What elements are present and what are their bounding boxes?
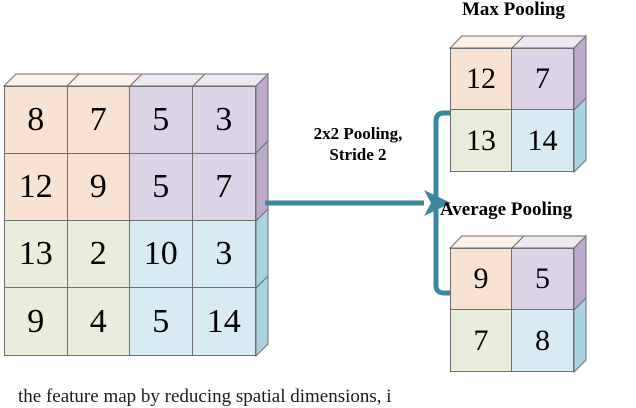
- pooling-label-line2: Stride 2: [329, 144, 387, 164]
- input-cell-r0c3: 3: [192, 87, 255, 154]
- input-cell-r2c2: 10: [130, 221, 193, 288]
- input-cell-r0c2: 5: [130, 87, 193, 154]
- avg-cell-r1c0: 7: [451, 310, 512, 371]
- pooling-label-line1: 2x2 Pooling,: [313, 124, 403, 143]
- body-text-clipped: the feature map by reducing spatial dime…: [18, 386, 392, 407]
- max-pooling-grid: 12 7 13 14: [450, 48, 574, 172]
- max-cell-r0c1: 7: [512, 49, 573, 110]
- max-cell-r1c0: 13: [451, 110, 512, 171]
- input-cell-r3c1: 4: [67, 288, 130, 355]
- input-cell-r2c0: 13: [5, 221, 68, 288]
- average-pooling-title: Average Pooling: [440, 199, 573, 220]
- input-cell-r1c1: 9: [67, 154, 130, 221]
- input-cell-r3c3: 14: [192, 288, 255, 355]
- avg-cube-3d-shell: [448, 234, 588, 374]
- max-cell-r0c0: 12: [451, 49, 512, 110]
- input-cell-r1c2: 5: [130, 154, 193, 221]
- pooling-operation-label: 2x2 Pooling, Stride 2: [278, 124, 438, 165]
- input-cell-r3c0: 9: [5, 288, 68, 355]
- avg-cell-r1c1: 8: [512, 310, 573, 371]
- split-bracket: [433, 110, 455, 296]
- input-cell-r2c3: 3: [192, 221, 255, 288]
- input-cell-r1c0: 12: [5, 154, 68, 221]
- max-cell-r1c1: 14: [512, 110, 573, 171]
- average-pooling-grid: 9 5 7 8: [450, 248, 574, 372]
- input-cell-r1c3: 7: [192, 154, 255, 221]
- input-cell-r3c2: 5: [130, 288, 193, 355]
- input-cell-r0c1: 7: [67, 87, 130, 154]
- input-cell-r2c1: 2: [67, 221, 130, 288]
- input-grid: 8 7 5 3 12 9 5 7 13 2 10 3 9 4 5 14: [4, 86, 256, 356]
- max-pooling-title: Max Pooling: [462, 0, 565, 20]
- avg-cell-r0c0: 9: [451, 249, 512, 310]
- input-cell-r0c0: 8: [5, 87, 68, 154]
- avg-cell-r0c1: 5: [512, 249, 573, 310]
